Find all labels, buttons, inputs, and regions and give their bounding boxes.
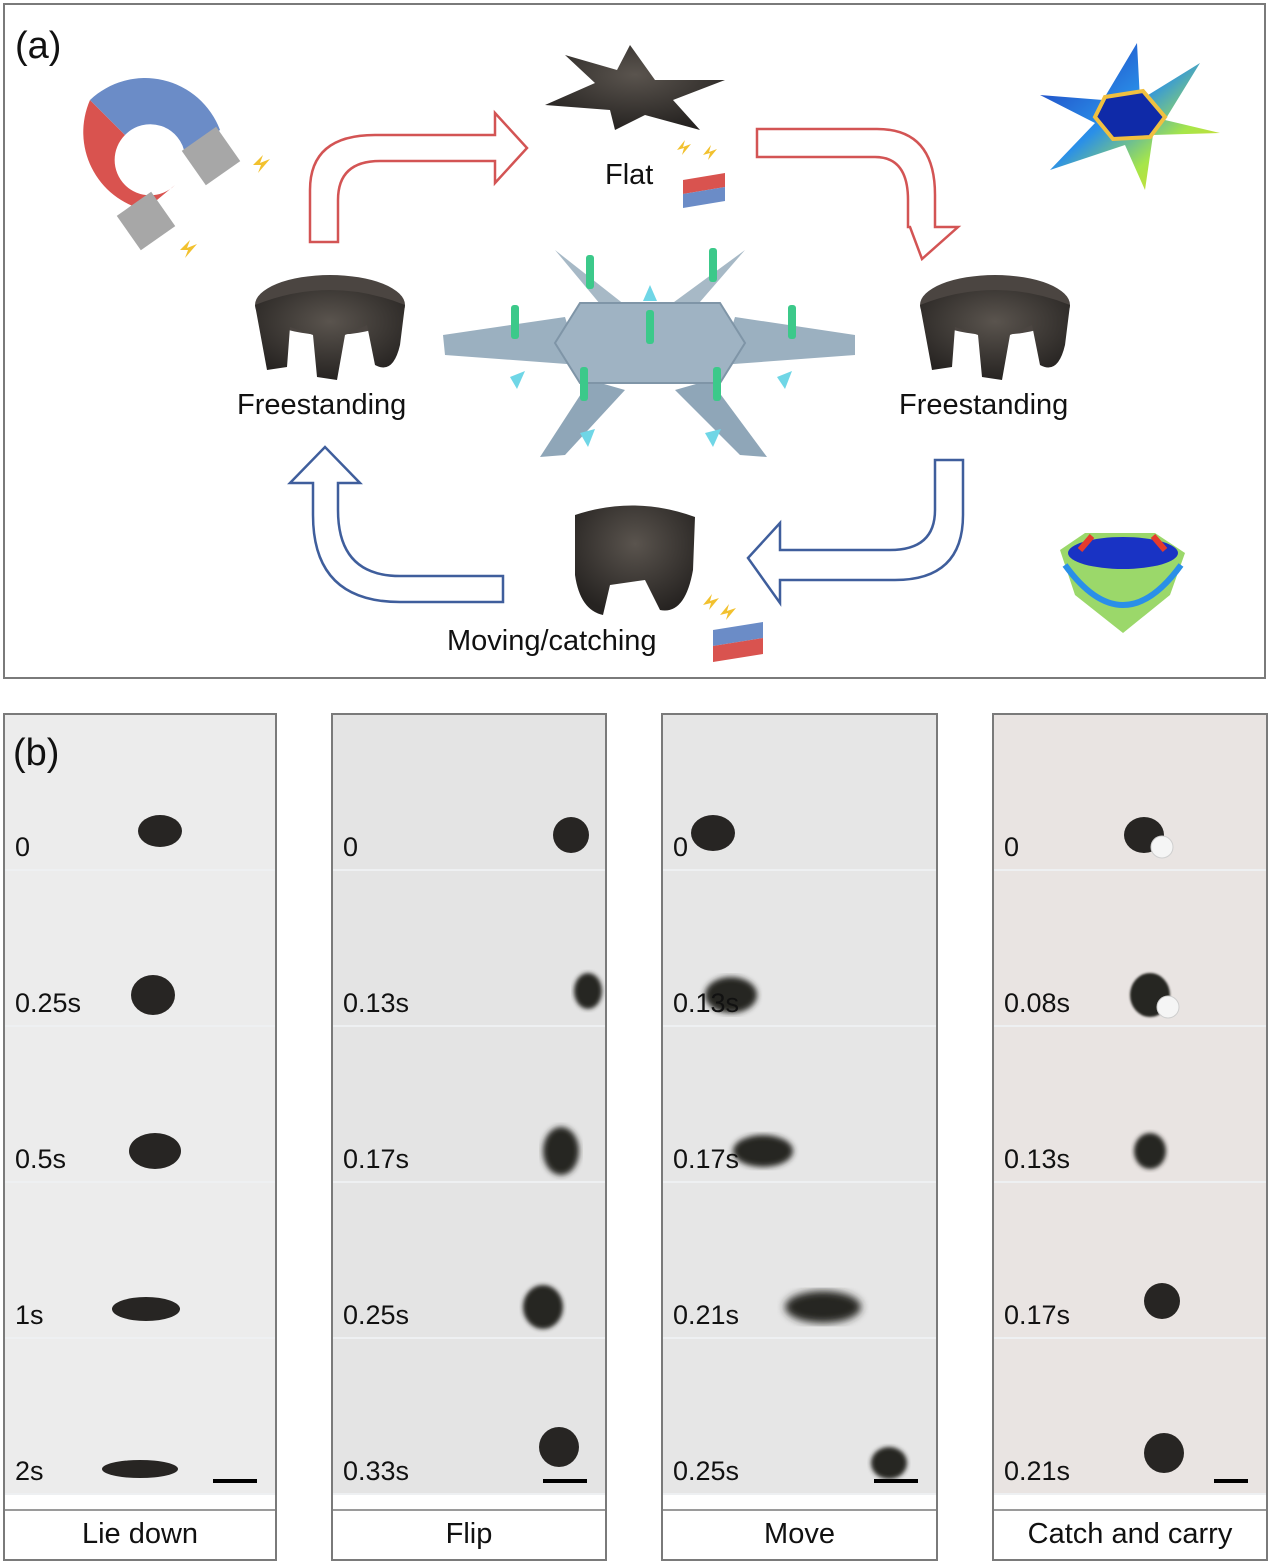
robot-snapshot-image <box>112 1297 180 1321</box>
time-label: 0 <box>15 832 31 862</box>
robot-snapshot-image <box>1144 1283 1180 1319</box>
time-label: 0.25s <box>343 1300 410 1330</box>
robot-snapshot-image <box>543 1127 579 1175</box>
time-label: 0 <box>343 832 359 862</box>
robot-snapshot-image <box>871 1447 907 1479</box>
video-frame: 0.25s <box>5 871 275 1027</box>
robot-snapshot-image <box>539 1427 579 1467</box>
column-caption: Flip <box>333 1509 605 1559</box>
moving-catching-label: Moving/catching <box>447 625 657 657</box>
horseshoe-magnet-icon <box>83 78 270 258</box>
video-frame: 0.25s <box>333 1183 605 1339</box>
panel-a-label: (a) <box>15 25 62 67</box>
video-frame: 0.17s <box>994 1183 1266 1339</box>
video-frame: 0.21s <box>994 1339 1266 1495</box>
robot-snapshot-image <box>1144 1433 1184 1473</box>
video-frame: 0.13s <box>994 1027 1266 1183</box>
video-frame: 0.17s <box>333 1027 605 1183</box>
time-label: 0.33s <box>343 1456 410 1486</box>
time-label: 0.21s <box>673 1300 740 1330</box>
time-label: 0.17s <box>343 1144 410 1174</box>
video-frame: 0.17s <box>663 1027 936 1183</box>
robot-snapshot-image <box>574 973 602 1009</box>
robot-snapshot-image <box>131 975 175 1015</box>
time-label: 0 <box>673 832 689 862</box>
time-label: 0.13s <box>673 988 740 1018</box>
time-label: 0.13s <box>343 988 410 1018</box>
video-frame: 1s <box>5 1183 275 1339</box>
robot-snapshot-image <box>1130 973 1180 1019</box>
time-label: 0.17s <box>1004 1300 1071 1330</box>
arrow-moving-to-freestanding-icon <box>287 445 505 604</box>
panel-a: (a) Flat Freestanding Freestanding Movin… <box>3 3 1266 679</box>
freestanding-right-robot-image <box>920 275 1070 380</box>
robot-snapshot-image <box>553 817 589 853</box>
video-frame: 0.21s <box>663 1183 936 1339</box>
robot-snapshot-image <box>523 1285 563 1329</box>
robot-snapshot-image <box>1134 1133 1166 1169</box>
moving-robot-image <box>575 505 695 615</box>
freestanding-left-label: Freestanding <box>237 389 407 421</box>
disc-magnet-bottom-icon <box>703 594 763 662</box>
scale-bar <box>874 1479 918 1483</box>
ball-image <box>1150 835 1174 859</box>
video-frame: 0.13s <box>663 871 936 1027</box>
scale-bar <box>543 1479 587 1483</box>
time-label: 0.25s <box>673 1456 740 1486</box>
freestanding-right-label: Freestanding <box>899 389 1069 421</box>
fem-simulation-bowl-image <box>1060 533 1185 633</box>
time-label: 0.5s <box>15 1144 67 1174</box>
panel-b-label: (b) <box>13 732 60 774</box>
ball-image <box>1156 995 1180 1019</box>
scale-bar <box>213 1479 257 1483</box>
scale-bar <box>1214 1479 1248 1483</box>
time-label: 0.21s <box>1004 1456 1071 1486</box>
arrow-freestanding-to-flat-icon <box>308 109 529 244</box>
video-frame: 0.13s <box>333 871 605 1027</box>
star-schematic-image <box>443 248 855 457</box>
time-label: 0.17s <box>673 1144 740 1174</box>
video-frame: 0.5s <box>5 1027 275 1183</box>
column-caption: Move <box>663 1509 936 1559</box>
flat-state-label: Flat <box>605 159 654 191</box>
video-frame: 0.25s <box>663 1339 936 1495</box>
arrow-flat-to-freestanding-icon <box>755 127 962 262</box>
robot-snapshot-image <box>129 1133 181 1169</box>
fem-simulation-flat-image <box>1040 43 1220 190</box>
time-label: 0.25s <box>15 988 82 1018</box>
time-label: 0 <box>1004 832 1020 862</box>
robot-snapshot-image <box>785 1291 861 1323</box>
freestanding-left-robot-image <box>255 275 405 380</box>
robot-snapshot-image <box>733 1135 793 1167</box>
panel-a-illustration <box>83 43 1220 662</box>
robot-snapshot-image <box>138 815 182 847</box>
robot-snapshot-image <box>705 977 757 1013</box>
arrow-freestanding-to-moving-icon <box>746 458 965 607</box>
column-caption: Catch and carry <box>994 1509 1266 1559</box>
video-frame: 0.08s <box>994 871 1266 1027</box>
time-label: 0.08s <box>1004 988 1071 1018</box>
column-caption: Lie down <box>5 1509 275 1559</box>
video-frame: 0 <box>994 715 1266 871</box>
robot-snapshot-image <box>691 815 735 851</box>
time-label: 2s <box>15 1456 44 1486</box>
video-frame: 0 <box>5 715 275 871</box>
video-frame: 0.33s <box>333 1339 605 1495</box>
flat-robot-image <box>545 45 725 130</box>
video-frame: 2s <box>5 1339 275 1495</box>
video-frame: 0 <box>333 715 605 871</box>
disc-magnet-top-icon <box>677 140 725 208</box>
time-label: 0.13s <box>1004 1144 1071 1174</box>
video-frame: 0 <box>663 715 936 871</box>
time-label: 1s <box>15 1300 44 1330</box>
robot-snapshot-image <box>1124 817 1174 859</box>
robot-snapshot-image <box>102 1460 178 1478</box>
